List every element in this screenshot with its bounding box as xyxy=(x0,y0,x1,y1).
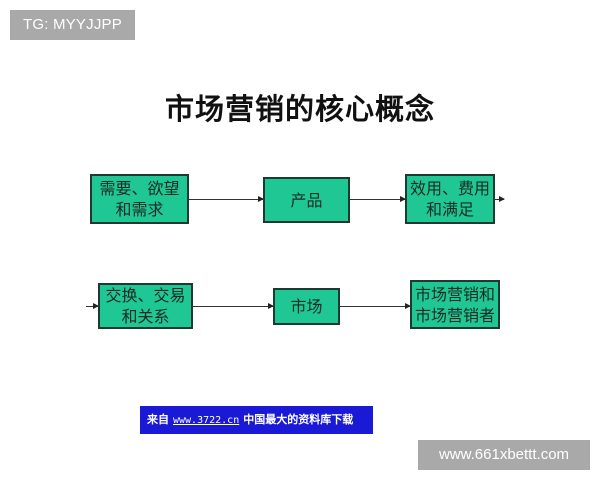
arrow-utility-continues xyxy=(495,196,505,202)
node-line: 需要、欲望 xyxy=(99,179,180,198)
node-line: 和需求 xyxy=(115,200,164,219)
node-line: 交换、交易 xyxy=(105,286,186,305)
node-exchange-transaction-relationship: 交换、交易 和关系 xyxy=(98,283,193,329)
node-line: 市场营销和 xyxy=(414,284,495,304)
node-needs-wants-demands: 需要、欲望 和需求 xyxy=(90,174,189,224)
arrow-market-to-marketers xyxy=(340,303,411,309)
arrow-exchange-to-market xyxy=(193,303,274,309)
tag-badge: TG: MYYJJPP xyxy=(10,10,135,40)
arrow-needs-to-product xyxy=(189,196,264,202)
node-line: 和关系 xyxy=(121,307,170,326)
arrow-product-to-utility xyxy=(350,196,406,202)
node-marketing-and-marketers: 市场营销和 市场营销者 xyxy=(410,280,500,329)
source-prefix: 来自 xyxy=(147,413,169,426)
node-product: 产品 xyxy=(263,177,350,223)
watermark: www.661xbettt.com xyxy=(418,440,590,470)
node-utility-cost-satisfaction: 效用、费用 和满足 xyxy=(405,174,495,224)
source-link[interactable]: www.3722.cn xyxy=(173,415,240,426)
diagram-title: 市场营销的核心概念 xyxy=(164,92,435,126)
node-line: 产品 xyxy=(290,190,323,210)
arrow-continues-to-exchange xyxy=(86,303,99,309)
node-line: 效用、费用 xyxy=(409,179,490,198)
node-line: 市场营销者 xyxy=(414,305,495,325)
node-line: 和满足 xyxy=(425,200,474,219)
node-market: 市场 xyxy=(273,288,340,325)
node-line: 市场 xyxy=(290,297,323,316)
source-suffix: 中国最大的资料库下载 xyxy=(243,413,354,426)
